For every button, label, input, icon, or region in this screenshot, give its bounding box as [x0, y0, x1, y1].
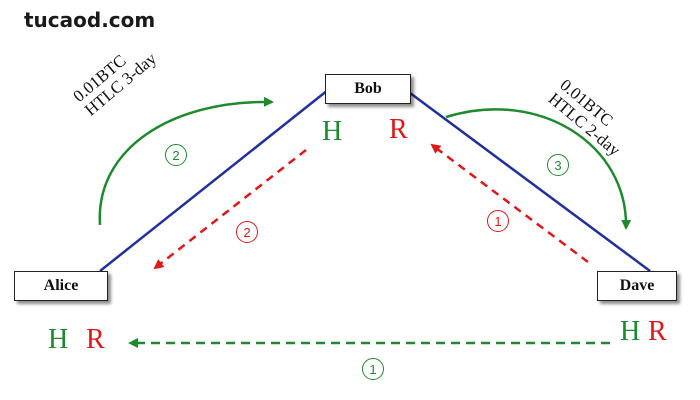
channel-bob-dave	[405, 88, 651, 273]
step-dave-sends-hash: 1	[362, 358, 384, 380]
arrow-alice-htlc-to-bob	[98, 96, 274, 226]
bob-preimage-label: R	[389, 114, 408, 145]
arrow-dave-reveals-r-to-bob	[430, 143, 589, 263]
dave-preimage-label: R	[648, 316, 667, 347]
step-bob-htlc-to-dave: 3	[547, 154, 569, 176]
arrow-bob-reveals-r-to-alice	[153, 149, 307, 270]
alice-preimage-label: R	[86, 324, 105, 355]
dave-hash-label: H	[620, 316, 641, 347]
channel-alice-bob	[99, 89, 329, 272]
bob-hash-label: H	[322, 116, 343, 147]
node-dave: Dave	[597, 271, 677, 301]
node-bob: Bob	[325, 74, 411, 104]
step-alice-htlc-to-bob: 2	[165, 144, 187, 166]
arrow-bob-htlc-to-dave	[445, 108, 632, 230]
site-watermark: tucaod.com	[24, 8, 156, 32]
step-dave-reveals-r: 1	[487, 210, 509, 232]
node-alice: Alice	[14, 271, 108, 301]
alice-hash-label: H	[48, 324, 69, 355]
step-bob-reveals-r: 2	[236, 221, 258, 243]
